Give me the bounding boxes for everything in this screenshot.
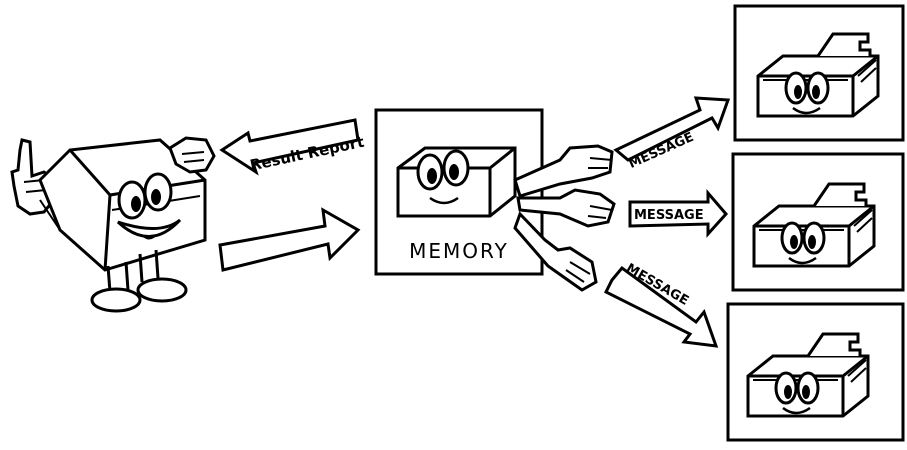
memory-label: MEMORY (409, 239, 509, 263)
result-report-arrow: Result Report (222, 120, 366, 175)
receiver-fax-top (735, 6, 903, 140)
receiver-fax-bottom (728, 304, 903, 440)
message-arrow-bottom: MESSAGE (606, 261, 716, 346)
message-arrow-middle: MESSAGE (630, 193, 726, 234)
sender-fax-character (12, 138, 214, 311)
send-arrow (220, 210, 358, 270)
receiver-fax-middle (733, 154, 903, 290)
message-label-middle: MESSAGE (634, 208, 704, 223)
message-arrow-top: MESSAGE (616, 98, 728, 172)
memory-box: MEMORY (376, 110, 542, 274)
